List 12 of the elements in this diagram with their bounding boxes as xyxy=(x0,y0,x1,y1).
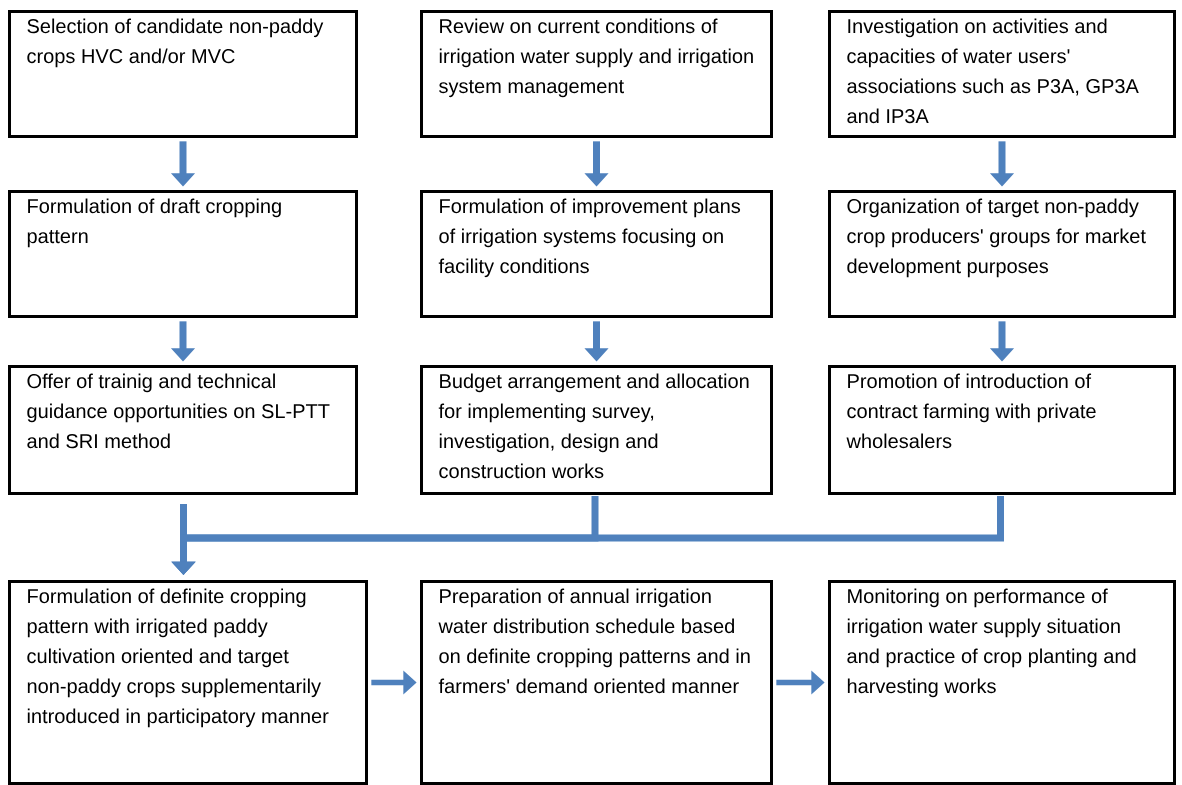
process-box: Selection of candidate non-paddy crops HVC and/or MVC xyxy=(8,10,358,138)
process-box: Organization of target non-paddy crop producers' groups for market development purposes xyxy=(828,190,1176,318)
process-box: Formulation of draft cropping pattern xyxy=(8,190,358,318)
process-box: Formulation of definite cropping pattern with irrigated paddy cultivation oriented and target non-paddy crops supplementarily introduced in participatory manner xyxy=(8,580,368,785)
process-box: Formulation of improvement plans of irrigation systems focusing on facility conditions xyxy=(420,190,773,318)
process-box: Budget arrangement and allocation for implementing survey, investigation, design and construction works xyxy=(420,365,773,495)
process-box: Review on current conditions of irrigation water supply and irrigation system management xyxy=(420,10,773,138)
process-box: Investigation on activities and capacities of water users' associations such as P3A, GP3A and IP3A xyxy=(828,10,1176,138)
process-box: Offer of trainig and technical guidance opportunities on SL-PTT and SRI method xyxy=(8,365,358,495)
process-box: Preparation of annual irrigation water distribution schedule based on definite cropping patterns and in farmers' demand oriented manner xyxy=(420,580,773,785)
process-box: Monitoring on performance of irrigation water supply situation and practice of crop planting and harvesting works xyxy=(828,580,1176,785)
process-box: Promotion of introduction of contract farming with private wholesalers xyxy=(828,365,1176,495)
